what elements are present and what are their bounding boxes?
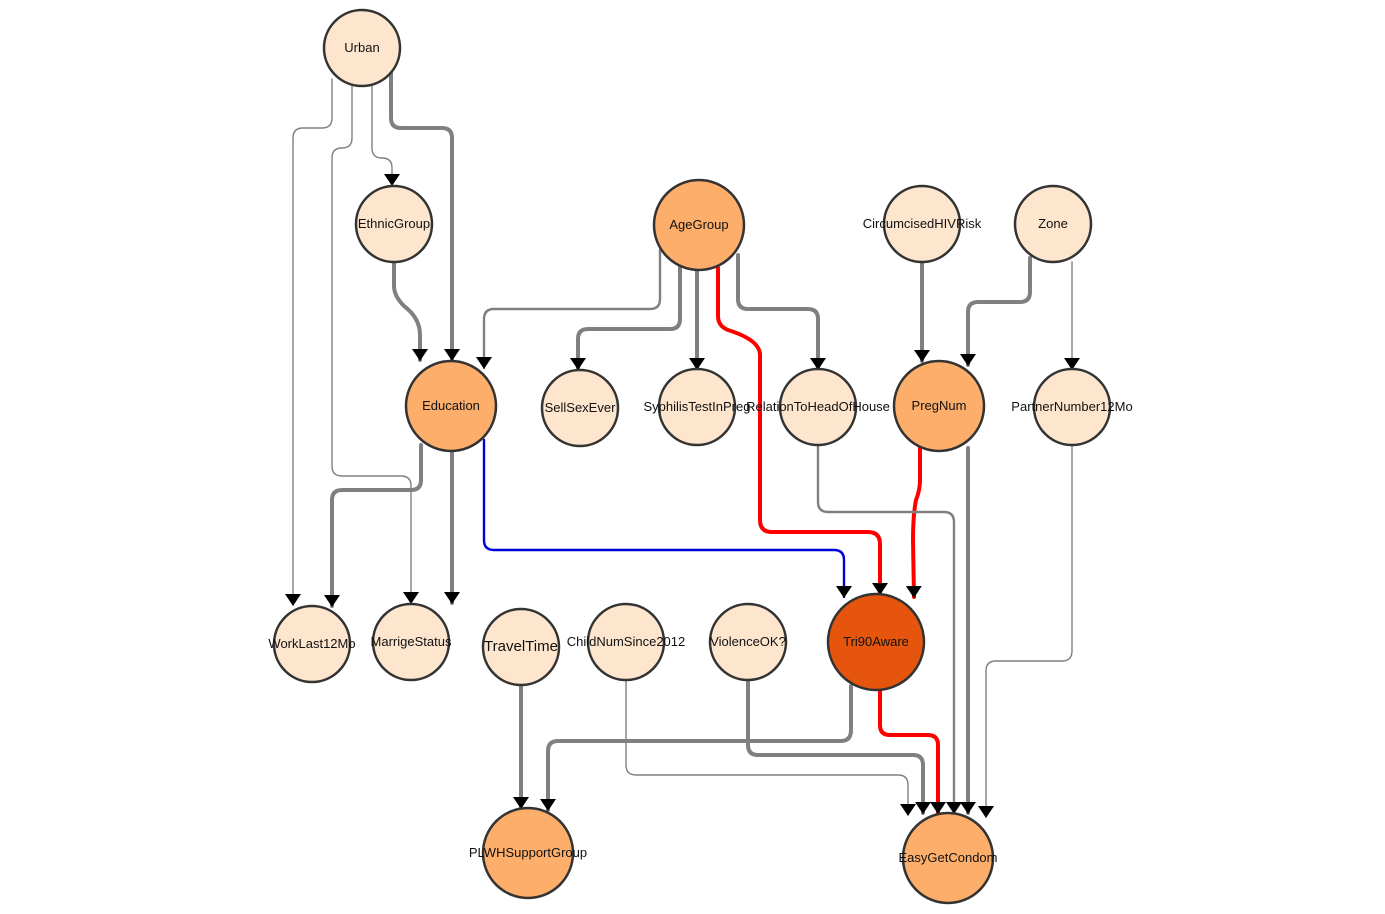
edge-urban-to-work-last12-mo <box>285 78 333 606</box>
node-label: EasyGetCondom <box>899 850 998 865</box>
node-work-last12-mo[interactable]: WorkLast12Mo <box>268 604 356 684</box>
node-child-num-since2012[interactable]: ChildNumSince2012 <box>567 602 686 682</box>
node-partner-number12-mo[interactable]: PartnerNumber12Mo <box>1011 367 1133 447</box>
edge-age-group-to-sell-sex-ever <box>570 260 682 371</box>
node-label: PartnerNumber12Mo <box>1011 399 1132 414</box>
node-violence-ok[interactable]: ViolenceOK? <box>708 602 788 682</box>
node-label: Tri90Aware <box>843 634 909 649</box>
edge-violence-ok-to-easy-get-condom <box>746 678 931 815</box>
node-tri90-aware[interactable]: Tri90Aware <box>826 592 926 692</box>
node-circle <box>371 602 451 682</box>
edge-urban-to-marrige-status <box>331 84 419 604</box>
node-circle <box>652 178 746 272</box>
node-ethnic-group[interactable]: EthnicGroup <box>354 184 434 264</box>
node-circle <box>882 184 962 264</box>
edge-age-group-to-tri90-aware <box>716 266 888 596</box>
node-label: EthnicGroup <box>358 216 430 231</box>
edge-urban-to-ethnic-group <box>371 84 400 186</box>
node-label: SyphilisTestInPreg <box>644 399 751 414</box>
node-circle <box>657 367 737 447</box>
edge-age-group-to-relation-to-head-of-house <box>736 253 826 371</box>
edge-education-to-work-last12-mo <box>324 443 423 608</box>
edges-layer <box>285 71 1080 818</box>
node-circle <box>354 184 434 264</box>
node-urban[interactable]: Urban <box>322 8 402 88</box>
edge-tri90-aware-to-easy-get-condom <box>878 688 946 815</box>
node-circle <box>1013 184 1093 264</box>
node-circle <box>540 368 620 448</box>
node-circle <box>901 811 995 905</box>
edge-education-to-tri90-aware <box>482 438 852 599</box>
node-circle <box>586 602 666 682</box>
node-circle <box>892 359 986 453</box>
node-marrige-status[interactable]: MarrigeStatus <box>371 602 452 682</box>
node-relation-to-head-of-house[interactable]: RelationToHeadOfHouse <box>746 367 890 447</box>
node-zone[interactable]: Zone <box>1013 184 1093 264</box>
node-label: ViolenceOK? <box>710 634 786 649</box>
node-label: Zone <box>1038 216 1068 231</box>
node-label: SellSexEver <box>545 400 616 415</box>
edge-preg-num-to-tri90-aware <box>905 445 922 599</box>
node-circle <box>481 607 561 687</box>
node-label: CircumcisedHIVRisk <box>863 216 982 231</box>
node-label: MarrigeStatus <box>371 634 452 649</box>
node-label: ChildNumSince2012 <box>567 634 686 649</box>
node-travel-time[interactable]: TravelTime <box>481 607 561 687</box>
edge-tri90-aware-to-plwh-support-group <box>540 684 853 812</box>
edge-urban-to-education <box>389 71 460 362</box>
node-circle <box>1032 367 1112 447</box>
node-syphilis-test-in-preg[interactable]: SyphilisTestInPreg <box>644 367 751 447</box>
node-label: PLWHSupportGroup <box>469 845 587 860</box>
node-label: Education <box>422 398 480 413</box>
edge-child-num-since2012-to-easy-get-condom <box>625 679 916 816</box>
node-plwh-support-group[interactable]: PLWHSupportGroup <box>469 806 587 900</box>
node-label: AgeGroup <box>669 217 728 232</box>
node-label: TravelTime <box>484 638 558 655</box>
node-label: PregNum <box>912 398 967 413</box>
node-circle <box>404 359 498 453</box>
node-label: Urban <box>344 40 379 55</box>
node-circle <box>272 604 352 684</box>
node-sell-sex-ever[interactable]: SellSexEver <box>540 368 620 448</box>
node-circle <box>708 602 788 682</box>
node-circle <box>322 8 402 88</box>
node-circle <box>778 367 858 447</box>
node-easy-get-condom[interactable]: EasyGetCondom <box>899 811 998 905</box>
edge-age-group-to-education <box>476 248 662 370</box>
node-label: RelationToHeadOfHouse <box>746 399 890 414</box>
edge-relation-to-head-of-house-to-easy-get-condom <box>816 443 962 815</box>
edge-partner-number12-mo-to-easy-get-condom <box>978 444 1073 818</box>
edge-ethnic-group-to-education <box>392 260 428 362</box>
node-circle <box>826 592 926 692</box>
edge-zone-to-preg-num <box>960 256 1032 367</box>
node-education[interactable]: Education <box>404 359 498 453</box>
node-age-group[interactable]: AgeGroup <box>652 178 746 272</box>
node-circumcised-hiv-risk[interactable]: CircumcisedHIVRisk <box>863 184 982 264</box>
node-preg-num[interactable]: PregNum <box>892 359 986 453</box>
node-circle <box>481 806 575 900</box>
node-label: WorkLast12Mo <box>268 636 355 651</box>
